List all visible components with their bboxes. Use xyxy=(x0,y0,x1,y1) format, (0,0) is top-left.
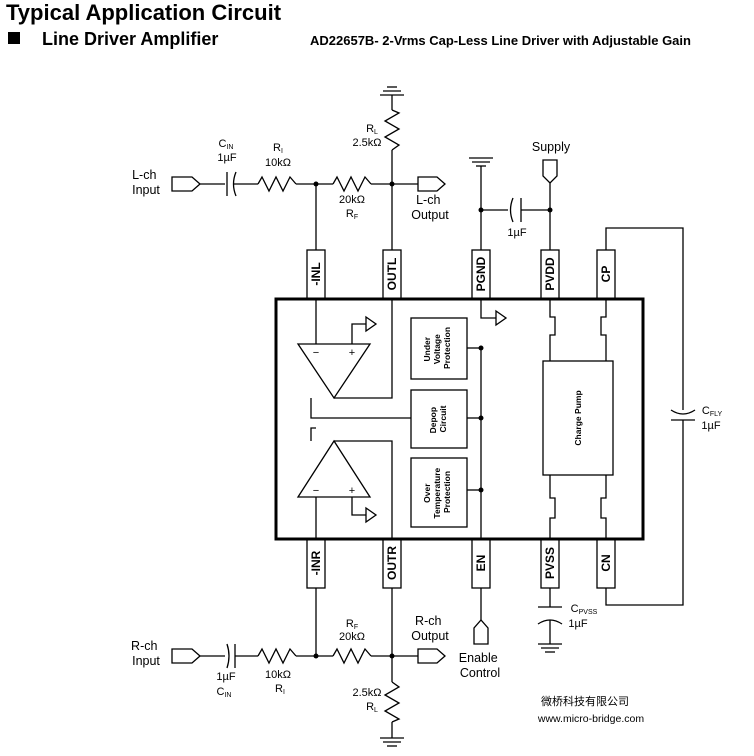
pin-label-pvdd: PVDD xyxy=(543,257,557,291)
cin-bottom-value: 1µF xyxy=(216,671,235,683)
ri-top-resistor xyxy=(257,175,297,193)
rch-output-port xyxy=(417,648,446,664)
rf-top-value: 20kΩ xyxy=(339,194,365,206)
ri-top-value: 10kΩ xyxy=(265,157,291,169)
rl-bottom-name: RL xyxy=(366,701,378,714)
rf-bottom-resistor xyxy=(332,647,372,665)
rl-bottom-resistor xyxy=(383,681,401,723)
cpvss-value: 1µF xyxy=(568,618,587,630)
pin-label-en: EN xyxy=(474,555,488,572)
junction-dot xyxy=(547,207,553,213)
rl-bottom-value: 2.5kΩ xyxy=(352,687,381,699)
otp-label: Over Temperature Protection xyxy=(422,465,452,518)
pin-label-outr: OUTR xyxy=(385,546,399,580)
watermark-company: 微桥科技有限公司 xyxy=(541,694,629,708)
rf-bottom-value: 20kΩ xyxy=(339,631,365,643)
junction-dot xyxy=(478,487,484,493)
cfly-value: 1µF xyxy=(701,420,720,432)
rf-top-name: RF xyxy=(346,208,358,221)
section-subtitle: Line Driver Amplifier xyxy=(8,29,218,50)
cin-top-value: 1µF xyxy=(217,152,236,164)
opamp1-plus: + xyxy=(349,347,355,359)
cin-top-name: CIN xyxy=(219,138,234,151)
opamp-left-channel xyxy=(296,343,372,400)
enable-port xyxy=(473,619,489,645)
pin-label-inl: -INL xyxy=(309,262,323,285)
junction-dot xyxy=(478,345,484,351)
rch-output-label: R-ch Output xyxy=(411,614,449,643)
cpvss-name: CPVSS xyxy=(571,603,598,616)
pin-label-cp: CP xyxy=(599,266,613,283)
ri-bottom-name: RI xyxy=(275,683,285,696)
ref-top-icon xyxy=(365,315,378,333)
rl-top-value: 2.5kΩ xyxy=(352,137,381,149)
decoupling-cap-value: 1µF xyxy=(507,227,526,239)
uvp-label: Under Voltage Protection xyxy=(422,327,452,369)
cfly-name: CFLY xyxy=(702,405,723,418)
page-title: Typical Application Circuit xyxy=(6,0,282,25)
pin-label-cn: CN xyxy=(599,554,613,571)
part-description: AD22657B- 2-Vrms Cap-Less Line Driver wi… xyxy=(310,33,691,48)
charge-pump-label: Charge Pump xyxy=(573,390,583,445)
rl-top-name: RL xyxy=(366,123,378,136)
ri-top-name: RI xyxy=(273,142,283,155)
rch-input-label: R-ch Input xyxy=(131,639,161,668)
ri-bottom-resistor xyxy=(257,647,297,665)
lch-output-label: L-ch Output xyxy=(411,193,449,222)
pin-label-pvss: PVSS xyxy=(543,547,557,579)
rch-input-port xyxy=(171,648,201,664)
junction-dot xyxy=(389,653,395,659)
opamp1-minus: − xyxy=(313,347,319,359)
depop-block xyxy=(410,389,468,449)
cin-bottom-name: CIN xyxy=(217,686,232,699)
rf-top-resistor xyxy=(332,175,372,193)
lch-input-port xyxy=(171,176,201,192)
pin-label-outl: OUTL xyxy=(385,258,399,291)
section-subtitle-text: Line Driver Amplifier xyxy=(42,29,219,49)
ri-bottom-value: 10kΩ xyxy=(265,669,291,681)
otp-block xyxy=(410,457,468,528)
opamp2-minus: − xyxy=(313,485,319,497)
ic-body xyxy=(274,297,645,541)
ref-bottom-icon xyxy=(365,506,378,524)
pin-label-pgnd: PGND xyxy=(474,256,488,291)
lch-input-label: L-ch Input xyxy=(132,168,160,197)
supply-label: Supply xyxy=(532,140,571,154)
pgnd-internal-ground-icon xyxy=(495,309,508,327)
enable-control-label: Enable Control xyxy=(459,651,501,680)
opamp-right-channel xyxy=(296,439,372,498)
supply-port xyxy=(542,159,558,184)
pin-label-inr: -INR xyxy=(309,550,323,575)
opamp2-plus: + xyxy=(349,485,355,497)
depop-label: Depop Circuit xyxy=(428,405,448,434)
lch-output-port xyxy=(417,176,446,192)
watermark-url: www.micro-bridge.com xyxy=(537,713,644,725)
junction-dot xyxy=(313,181,319,187)
cfly-curve xyxy=(670,409,696,415)
junction-dot xyxy=(313,653,319,659)
bullet-square-icon xyxy=(8,32,20,44)
junction-dot xyxy=(478,207,484,213)
decoupling-cap-curve xyxy=(509,197,514,223)
rl-top-resistor xyxy=(383,109,401,151)
cin-bottom-curve xyxy=(226,643,230,669)
rf-bottom-name: RF xyxy=(346,618,358,631)
charge-pump-block xyxy=(542,360,614,476)
junction-dot xyxy=(478,415,484,421)
junction-dot xyxy=(389,181,395,187)
